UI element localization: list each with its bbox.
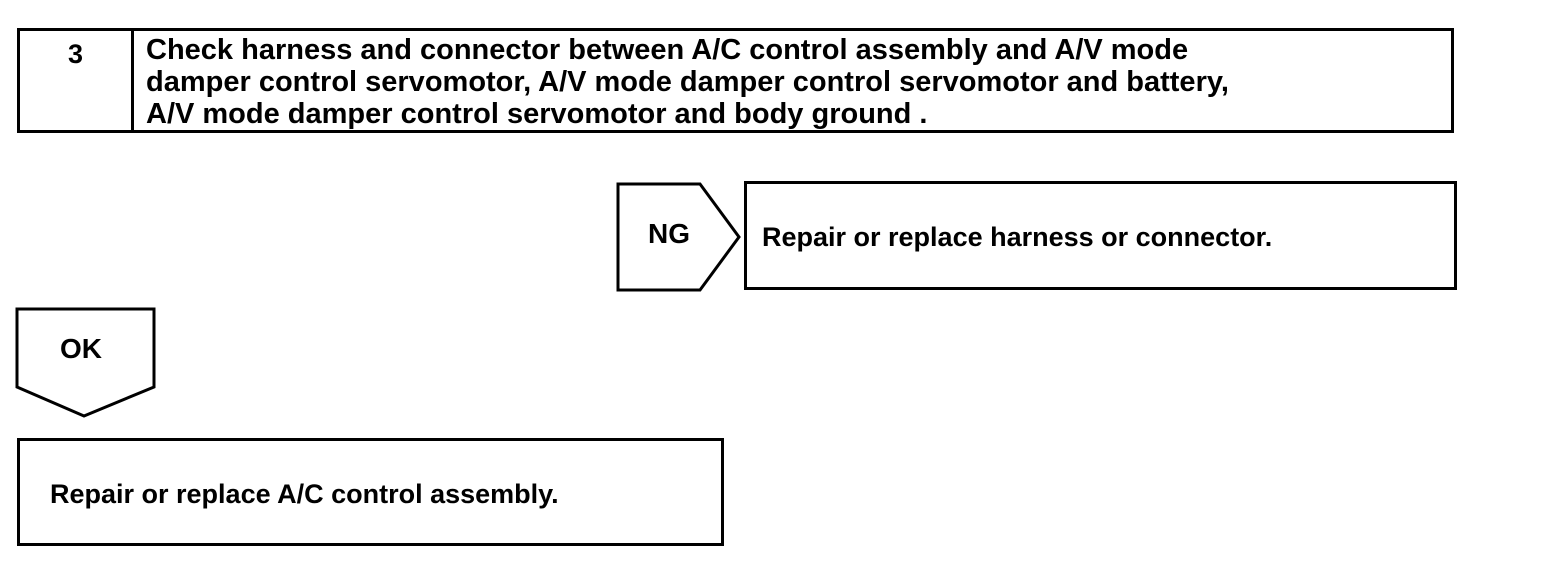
step-instruction-line: Check harness and connector between A/C … xyxy=(146,34,1189,66)
ng-label: NG xyxy=(648,218,690,249)
step-instruction: Check harness and connector between A/C … xyxy=(134,31,1451,130)
step-number: 3 xyxy=(20,31,134,130)
ok-action-text: Repair or replace A/C control assembly. xyxy=(50,479,559,509)
ok-label: OK xyxy=(60,333,102,364)
step-instruction-line: damper control servomotor, A/V mode damp… xyxy=(146,66,1229,98)
ok-arrow xyxy=(15,307,156,418)
ok-action-box: Repair or replace A/C control assembly. xyxy=(17,438,724,546)
step-box: 3 Check harness and connector between A/… xyxy=(17,28,1454,133)
ng-arrow xyxy=(616,182,741,292)
ng-action-text: Repair or replace harness or connector. xyxy=(762,222,1273,252)
ng-action-box: Repair or replace harness or connector. xyxy=(744,181,1457,290)
step-instruction-line: A/V mode damper control servomotor and b… xyxy=(146,98,928,130)
